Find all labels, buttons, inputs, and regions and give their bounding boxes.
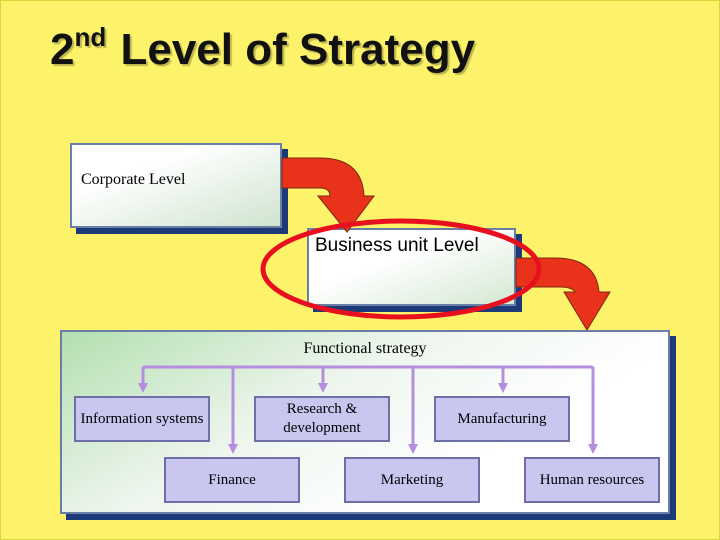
department-human-resources: Human resources bbox=[524, 457, 660, 503]
functional-strategy-label: Functional strategy bbox=[303, 340, 427, 357]
department-marketing: Marketing bbox=[344, 457, 480, 503]
department-information-systems: Information systems bbox=[74, 396, 210, 442]
department-finance: Finance bbox=[164, 457, 300, 503]
department-connectors bbox=[138, 365, 598, 454]
page-title: 2nd Level of Strategy bbox=[50, 22, 475, 75]
department-research-development: Research & development bbox=[254, 396, 390, 442]
business-unit-level-box: Business unit Level bbox=[307, 228, 516, 306]
title-superscript: nd bbox=[74, 22, 107, 52]
title-main: Level of Strategy bbox=[120, 25, 476, 74]
business-unit-level-label: Business unit Level bbox=[315, 235, 479, 256]
highlight-ring-icon bbox=[260, 218, 542, 320]
title-prefix: 2 bbox=[50, 25, 75, 74]
corporate-level-box: Corporate Level bbox=[70, 143, 282, 228]
curved-arrow-icon bbox=[281, 157, 375, 233]
corporate-level-label: Corporate Level bbox=[81, 171, 186, 188]
curved-arrow-icon bbox=[515, 257, 611, 331]
department-manufacturing: Manufacturing bbox=[434, 396, 570, 442]
